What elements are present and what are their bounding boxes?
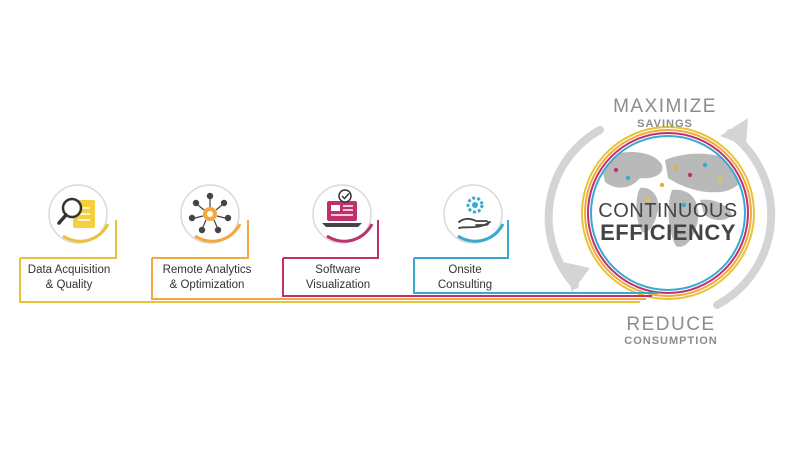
cycle-arrows [544,118,776,309]
step-icons [48,184,505,244]
hand-gear-icon [443,184,505,244]
maximize-title: MAXIMIZE [613,96,717,117]
line-orange [151,258,646,300]
step-label-line2: Consulting [437,279,493,291]
efficiency-label: EFFICIENCY [600,220,736,245]
cycle-arrow-right-head-icon [720,118,748,146]
line-magenta [282,258,652,297]
step-label-line1: Onsite [448,264,482,276]
step-label-data-acquisition: Data Acquisition & Quality [22,263,116,293]
step-label-line2: Visualization [305,279,371,291]
reduce-title: REDUCE [626,314,716,335]
cycle-rings [581,126,755,300]
document-magnifier-icon [48,184,110,244]
step-frames [20,220,509,259]
step-label-software-visualization: Software Visualization [290,263,386,293]
laptop-dashboard-icon [312,184,374,244]
step-label-line2: & Optimization [169,279,245,291]
savings-subtitle: SAVINGS [637,118,693,130]
step-label-remote-analytics: Remote Analytics & Optimization [152,263,262,293]
ring-magenta [587,132,749,294]
line-yellow [19,258,640,303]
consumption-subtitle: CONSUMPTION [624,335,718,347]
step-label-line2: & Quality [45,279,93,291]
cycle-arrow-left-head-icon [563,262,590,292]
ring-yellow [581,126,755,300]
cycle-arrow-left [544,126,604,289]
step-label-line1: Remote Analytics [162,264,252,276]
step-label-onsite-consulting: Onsite Consulting [418,263,512,293]
connector-lines [19,258,658,303]
ring-orange [584,129,752,297]
cycle-arrow-right [713,129,776,309]
line-blue [413,258,658,294]
continuous-label: CONTINUOUS [598,200,738,222]
world-map-icon [600,151,744,247]
ring-blue [590,135,746,291]
step-label-line1: Software [315,264,361,276]
network-people-icon [180,184,242,244]
step-label-line1: Data Acquisition [27,264,111,276]
map-markers [613,162,723,208]
